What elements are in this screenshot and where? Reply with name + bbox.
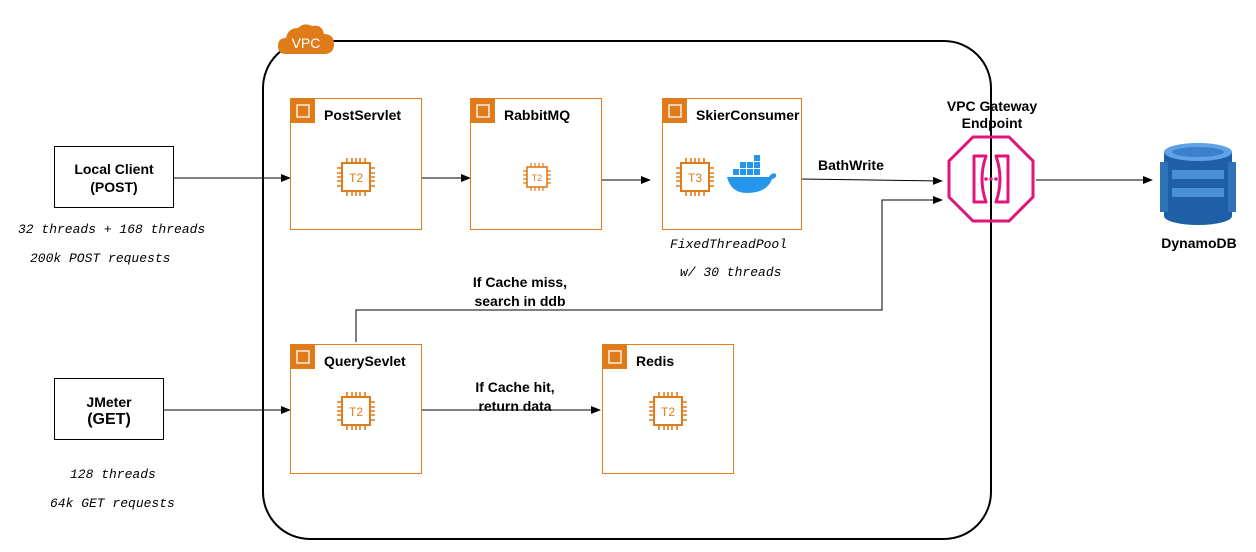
query-servlet-chip-label: T2 — [349, 405, 363, 419]
rabbitmq-chip-label: T2 — [532, 173, 543, 183]
vpc-cloud-badge: VPC — [276, 20, 336, 58]
skier-consumer-chip-label: T3 — [688, 171, 702, 185]
redis-box: Redis T2 — [602, 344, 734, 474]
edge-query-to-gateway — [355, 196, 943, 342]
t2-chip-icon: T2 — [646, 389, 690, 438]
t2-chip-icon: T2 — [521, 161, 553, 198]
redis-chip-label: T2 — [661, 405, 675, 419]
post-servlet-box: PostServlet T2 — [290, 98, 422, 230]
skier-consumer-pool-note: FixedThreadPool — [670, 237, 788, 252]
edge-label-batch-write: BathWrite — [818, 157, 884, 173]
post-servlet-chip-label: T2 — [349, 171, 363, 185]
ec2-instance-badge-icon — [291, 345, 315, 369]
ec2-instance-badge-icon — [471, 99, 495, 123]
jmeter-title: JMeter — [86, 394, 132, 410]
local-client-title: Local Client — [74, 161, 154, 177]
skier-consumer-box: SkierConsumer T3 — [662, 98, 802, 230]
gateway-label-line1: VPC Gateway — [946, 98, 1038, 114]
cache-hit-line1: If Cache hit, — [475, 379, 555, 395]
dynamodb-icon — [1158, 140, 1238, 233]
local-client-threads: 32 threads + 168 threads — [18, 222, 206, 237]
skier-consumer-title: SkierConsumer — [696, 107, 800, 123]
jmeter-method: (GET) — [87, 411, 131, 428]
jmeter-box: JMeter (GET) — [54, 378, 164, 440]
t2-chip-icon: T2 — [334, 389, 378, 438]
query-servlet-box: QuerySevlet T2 — [290, 344, 422, 474]
jmeter-threads: 128 threads — [70, 467, 156, 482]
t2-chip-icon: T2 — [334, 155, 378, 204]
t3-chip-icon: T3 — [673, 155, 717, 204]
jmeter-requests: 64k GET requests — [50, 496, 175, 511]
skier-consumer-threads-note: w/ 30 threads — [680, 265, 782, 280]
local-client-box: Local Client (POST) — [54, 146, 174, 208]
gateway-label-line2: Endpoint — [961, 115, 1023, 131]
dynamodb-label: DynamoDB — [1161, 235, 1237, 251]
docker-icon — [725, 153, 779, 202]
query-servlet-title: QuerySevlet — [324, 353, 406, 369]
cloud-icon: VPC — [278, 24, 334, 54]
edge-label-cache-hit: If Cache hit, return data — [455, 378, 575, 416]
ec2-instance-badge-icon — [663, 99, 687, 123]
local-client-method: (POST) — [90, 179, 138, 195]
edge-skier-to-gateway — [799, 176, 943, 185]
redis-title: Redis — [636, 353, 675, 369]
local-client-requests: 200k POST requests — [30, 251, 171, 266]
ec2-instance-badge-icon — [603, 345, 627, 369]
vpc-label: VPC — [292, 35, 321, 51]
vpc-gateway-endpoint-icon — [946, 134, 1036, 229]
rabbitmq-title: RabbitMQ — [504, 107, 571, 123]
post-servlet-title: PostServlet — [324, 107, 402, 123]
ec2-instance-badge-icon — [291, 99, 315, 123]
gateway-label: VPC Gateway Endpoint — [936, 98, 1048, 132]
cache-miss-line1: If Cache miss, — [472, 274, 568, 290]
cache-miss-line2: search in ddb — [474, 293, 566, 309]
cache-hit-line2: return data — [478, 398, 552, 414]
vpc-container — [262, 40, 992, 540]
edge-label-cache-miss: If Cache miss, search in ddb — [460, 273, 580, 311]
rabbitmq-box: RabbitMQ T2 — [470, 98, 602, 230]
